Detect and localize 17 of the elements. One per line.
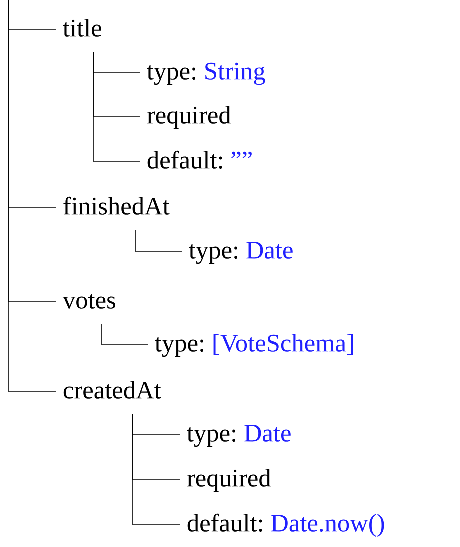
tree-label: default: Date.now() [188, 514, 384, 538]
tree-label: required [147, 106, 232, 130]
tree-branch [102, 324, 148, 346]
tree-label: createdAt [64, 381, 162, 399]
tree-branch [136, 230, 182, 252]
tree-label: type: [VoteSchema] [155, 334, 354, 358]
tree-label: default: ”” [148, 150, 252, 170]
tree-label: type: Date [189, 242, 293, 264]
tree-label: title [63, 19, 102, 37]
tree-label: required [187, 469, 272, 492]
tree-label: finishedAt [64, 196, 170, 215]
tree-branch [94, 52, 140, 162]
tree-branch [132, 414, 180, 526]
tree-label: votes [62, 294, 116, 309]
tree-label: type: Date [187, 425, 291, 448]
tree-label: type: String [147, 62, 266, 86]
tree-branch [8, 0, 56, 392]
